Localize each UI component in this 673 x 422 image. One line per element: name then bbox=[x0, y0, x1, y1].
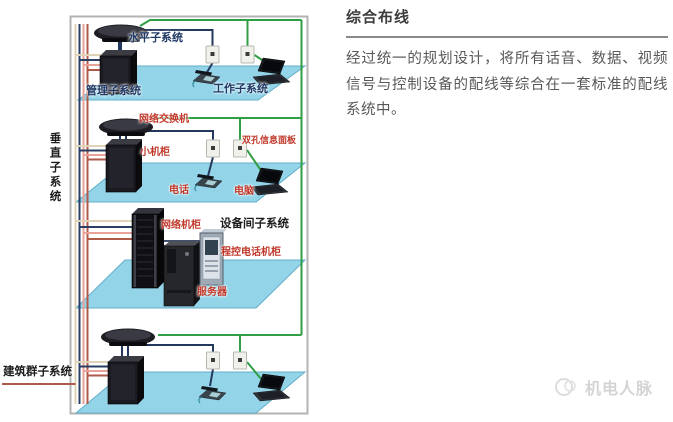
article-body: 经过统一的规划设计，将所有话音、数据、视频信号与控制设备的配线等综合在一套标准的… bbox=[346, 51, 668, 118]
title-divider bbox=[346, 36, 668, 38]
small-cabinet bbox=[105, 139, 142, 193]
label-riser-subsystem: 垂直子系统 bbox=[48, 132, 61, 205]
ceiling-hub-4 bbox=[101, 328, 155, 346]
laptop-icon bbox=[252, 57, 291, 86]
laptop-icon bbox=[252, 373, 291, 402]
phone-icon bbox=[198, 386, 227, 404]
label-campus-subsystem: 建筑群子系统 bbox=[3, 366, 72, 378]
label-management-subsystem: 管理子系统 bbox=[86, 85, 141, 97]
label-work-subsystem: 工作子系统 bbox=[213, 83, 268, 95]
label-info-panel: 双孔信息面板 bbox=[242, 135, 297, 145]
phone-icon bbox=[194, 174, 223, 192]
wall-outlet bbox=[233, 351, 247, 370]
article-title: 综合布线 bbox=[346, 9, 411, 26]
wall-outlet bbox=[205, 45, 220, 64]
wall-outlet bbox=[206, 139, 220, 158]
ceiling-hub-2 bbox=[99, 118, 153, 136]
wall-outlet bbox=[233, 139, 247, 158]
campus-cabinet bbox=[107, 356, 144, 405]
phone-icon bbox=[192, 70, 221, 88]
label-network-rack: 网络机柜 bbox=[161, 220, 201, 231]
article-panel: 综合布线 经过统一的规划设计，将所有话音、数据、视频信号与控制设备的配线等综合在… bbox=[346, 6, 668, 124]
brand-logo-icon bbox=[554, 378, 576, 396]
label-network-switch: 网络交换机 bbox=[139, 114, 189, 125]
wall-outlet bbox=[240, 45, 255, 64]
pbx-cabinet bbox=[199, 229, 227, 286]
riser-cables bbox=[74, 24, 134, 404]
wiring-diagram-canvas bbox=[2, 15, 309, 415]
label-telephone: 电话 bbox=[169, 185, 189, 196]
wall-outlet bbox=[206, 351, 220, 370]
management-cabinet bbox=[99, 50, 137, 95]
label-equipment-room-subsystem: 设备间子系统 bbox=[220, 218, 289, 230]
label-computer: 电脑 bbox=[234, 186, 254, 197]
label-pbx-cabinet: 程控电话机柜 bbox=[221, 247, 281, 258]
label-server: 服务器 bbox=[197, 287, 227, 298]
laptop-icon bbox=[250, 167, 289, 196]
ceiling-hub-1 bbox=[94, 24, 148, 42]
label-small-cabinet: 小机柜 bbox=[140, 147, 170, 158]
wiring-diagram: 水平子系统 管理子系统 工作子系统 网络交换机 小机柜 双孔信息面板 电话 电脑… bbox=[0, 0, 335, 422]
network-rack bbox=[131, 208, 164, 289]
watermark: 机电人脉 bbox=[553, 374, 653, 400]
watermark-text: 机电人脉 bbox=[584, 381, 653, 398]
server-tower bbox=[163, 241, 200, 307]
label-horizontal-subsystem: 水平子系统 bbox=[128, 32, 183, 44]
wall-outlets bbox=[205, 45, 255, 370]
